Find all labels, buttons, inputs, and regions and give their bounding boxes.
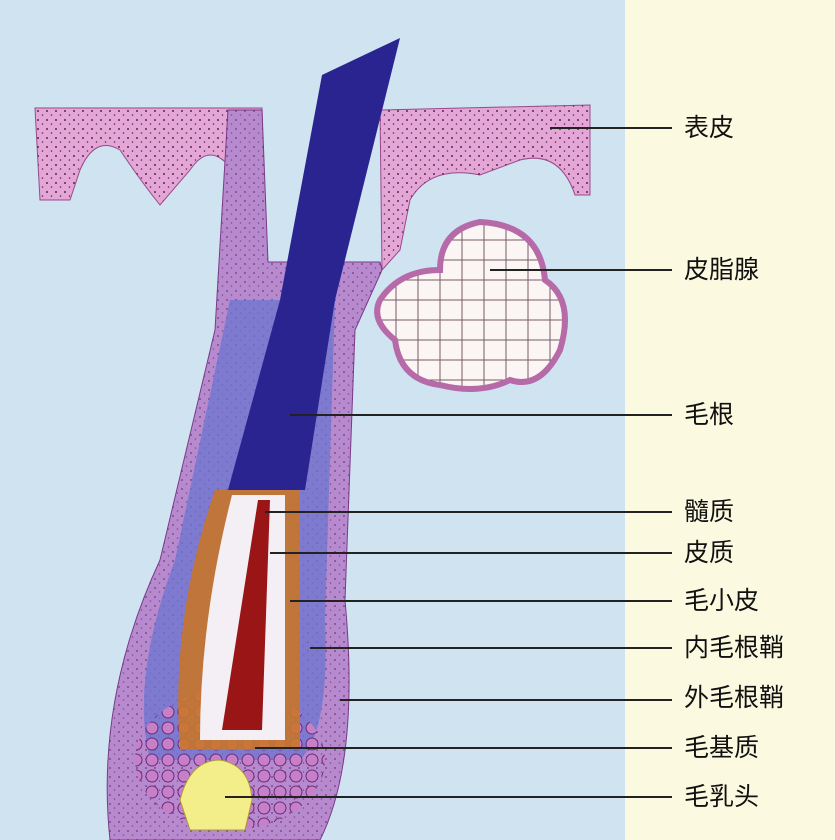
label-dermal-papilla: 毛乳头 bbox=[684, 782, 760, 811]
label-sebaceous-gland: 皮脂腺 bbox=[684, 255, 760, 284]
dermal-papilla-shape bbox=[179, 759, 253, 831]
label-medulla: 髓质 bbox=[684, 497, 735, 526]
label-hair-root: 毛根 bbox=[684, 400, 735, 429]
label-cortex: 皮质 bbox=[684, 538, 735, 567]
label-epidermis: 表皮 bbox=[684, 113, 735, 142]
label-inner-root-sheath: 内毛根鞘 bbox=[684, 633, 785, 662]
label-cuticle: 毛小皮 bbox=[684, 586, 760, 615]
sebaceous-gland-shape bbox=[374, 218, 568, 392]
medulla-shape bbox=[222, 500, 270, 730]
hair-shaft bbox=[228, 38, 400, 490]
label-outer-root-sheath: 外毛根鞘 bbox=[684, 683, 785, 712]
label-hair-matrix: 毛基质 bbox=[684, 733, 760, 762]
